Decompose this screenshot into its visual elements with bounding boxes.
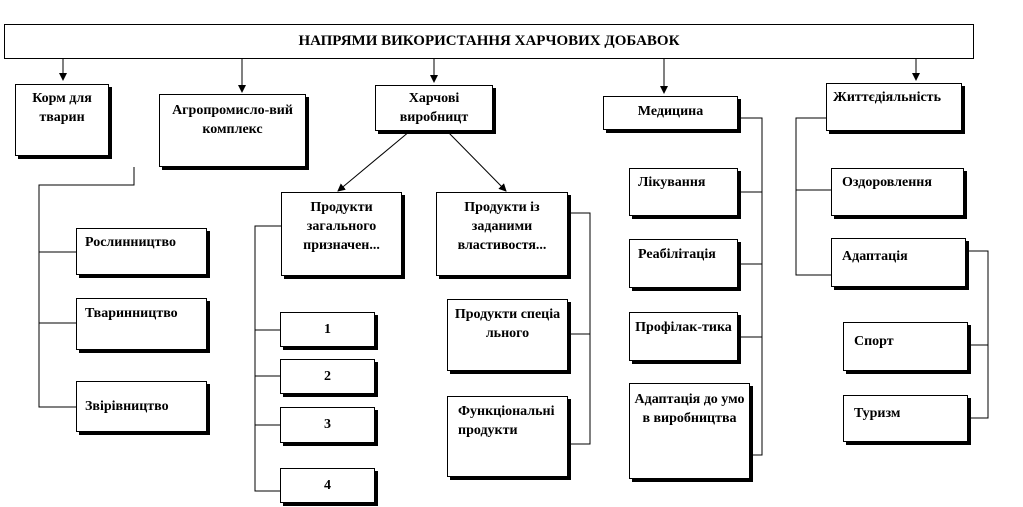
diagram-title: НАПРЯМИ ВИКОРИСТАННЯ ХАРЧОВИХ ДОБАВОК <box>4 24 974 59</box>
branch-food: Харчові виробницт <box>375 85 493 131</box>
general-products: Продукти загального призначен... <box>281 192 402 276</box>
specified-products: Продукти із заданими властивостя... <box>436 192 568 276</box>
agro-bracket <box>38 167 135 408</box>
specified-products-label: Продукти із заданими властивостя... <box>457 200 547 253</box>
general-item-1: 1 <box>280 312 375 347</box>
general-item-label: 1 <box>324 322 331 337</box>
branch-medicine-label: Медицина <box>637 104 704 119</box>
agro-item-plant: Рослинництво <box>76 228 207 275</box>
life-item-label: Оздоровлення <box>842 175 932 190</box>
specified-item-label: Продукти спеціального <box>454 307 561 341</box>
agro-item-livestock: Тваринництво <box>76 298 207 350</box>
specified-item-special: Продукти спеціального <box>447 299 568 371</box>
agro-item-fur: Звірівництво <box>76 381 207 432</box>
branch-feed-label: Корм для тварин <box>32 91 92 125</box>
general-item-label: 3 <box>324 417 331 432</box>
branch-life: Життєдіяльність <box>826 83 962 131</box>
adaptation-bracket <box>966 250 989 419</box>
branch-food-label: Харчові виробницт <box>399 91 469 125</box>
medicine-item-label: Адаптація до умов виробництва <box>634 392 745 426</box>
medicine-item-label: Лікування <box>638 175 706 190</box>
general-item-4: 4 <box>280 468 375 503</box>
medicine-item-adaptation: Адаптація до умов виробництва <box>629 383 750 479</box>
branch-feed: Корм для тварин <box>15 84 109 156</box>
medicine-item-label: Реабілітація <box>638 247 716 262</box>
medicine-item-treatment: Лікування <box>629 168 738 216</box>
general-products-label: Продукти загального призначен... <box>303 200 380 253</box>
branch-medicine: Медицина <box>603 96 738 130</box>
adaptation-item-tourism: Туризм <box>843 395 968 442</box>
adaptation-item-sport: Спорт <box>843 322 968 371</box>
medicine-item-rehab: Реабілітація <box>629 239 738 288</box>
general-bracket <box>254 225 281 492</box>
agro-item-label: Тваринництво <box>85 306 178 321</box>
life-bracket <box>795 117 831 276</box>
medicine-item-label: Профілак-тика <box>635 320 732 335</box>
adaptation-item-label: Туризм <box>854 406 901 421</box>
life-item-adaptation: Адаптація <box>831 238 966 287</box>
life-item-health: Оздоровлення <box>831 168 964 216</box>
diagram-title-text: НАПРЯМИ ВИКОРИСТАННЯ ХАРЧОВИХ ДОБАВОК <box>298 33 680 49</box>
general-item-label: 4 <box>324 478 331 493</box>
agro-item-label: Звірівництво <box>85 399 169 414</box>
general-item-3: 3 <box>280 407 375 443</box>
arrow-specified-products <box>446 130 507 192</box>
medicine-item-prevention: Профілак-тика <box>629 312 738 361</box>
adaptation-item-label: Спорт <box>854 334 894 349</box>
branch-life-label: Життєдіяльність <box>833 90 941 105</box>
arrow-general-products <box>337 130 411 192</box>
general-item-2: 2 <box>280 359 375 394</box>
branch-agro-label: Агропромисло-вий комплекс <box>172 103 293 137</box>
specified-item-label: Функціональні продукти <box>458 404 555 438</box>
life-item-label: Адаптація <box>842 249 908 264</box>
general-item-label: 2 <box>324 369 331 384</box>
agro-item-label: Рослинництво <box>85 235 176 250</box>
branch-agro: Агропромисло-вий комплекс <box>159 94 306 167</box>
specified-item-functional: Функціональні продукти <box>447 396 568 477</box>
medicine-bracket <box>738 117 763 456</box>
specified-bracket <box>568 212 591 445</box>
